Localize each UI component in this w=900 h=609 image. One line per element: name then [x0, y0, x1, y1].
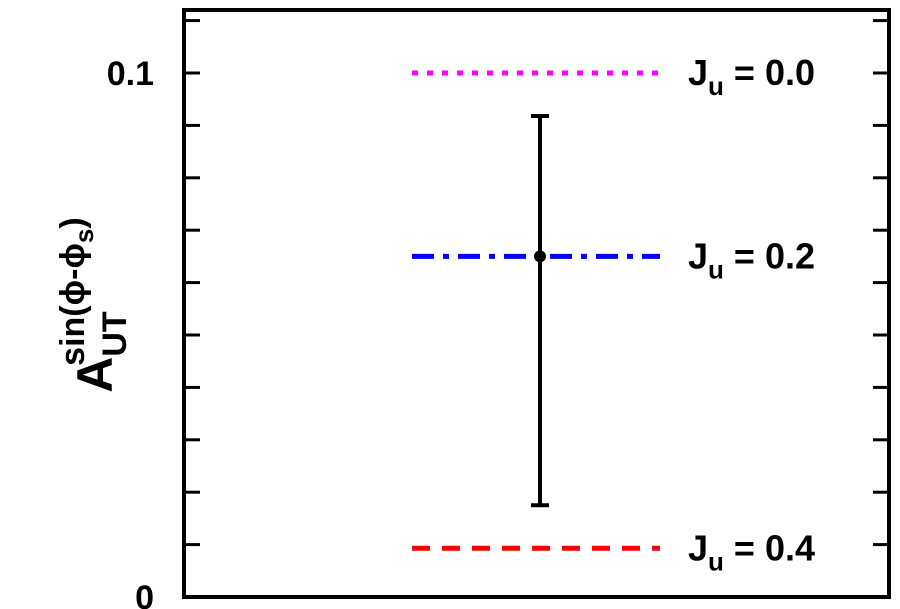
series-lines [412, 70, 660, 551]
y-tick-label: 0 [135, 579, 154, 609]
y-axis-label: AUTsin(ϕ-ϕs) [54, 217, 134, 392]
plot-frame [182, 8, 891, 599]
y-tick-labels: 00.1 [107, 55, 154, 609]
series-label: Ju = 0.4 [688, 527, 815, 576]
series-label: Ju = 0.2 [688, 235, 815, 284]
y-ticks [184, 19, 889, 547]
series-labels: Ju = 0.0 Ju = 0.2 Ju = 0.4 [688, 52, 815, 576]
y-tick-label: 0.1 [107, 55, 154, 93]
data-point [534, 250, 546, 263]
data-point-group [531, 113, 549, 508]
series-label: Ju = 0.0 [688, 52, 815, 101]
